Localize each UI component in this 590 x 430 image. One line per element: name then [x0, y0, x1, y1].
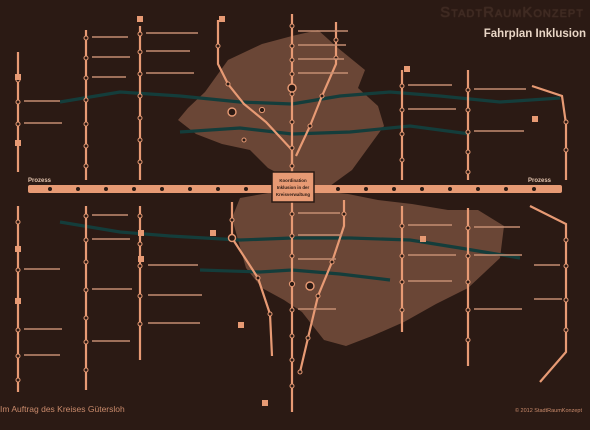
process-right-label: Prozess	[528, 178, 552, 184]
central-region	[178, 30, 504, 346]
page-title: Fahrplan Inklusion	[483, 28, 586, 40]
footer-commission: Im Auftrag des Kreises Gütersloh	[0, 404, 125, 414]
process-left-label: Prozess	[28, 178, 52, 184]
hub-line-1: Koordination	[279, 178, 307, 183]
hub-line-2: Inklusion in der	[277, 185, 310, 190]
central-hub: Koordination Inklusion in der Kreisverwa…	[271, 171, 315, 203]
dark-lines	[59, 90, 561, 282]
footer-copyright: © 2012 StadtRaumKonzept	[514, 408, 582, 414]
stations-lower	[15, 211, 569, 389]
stations-upper	[15, 23, 569, 175]
square-markers	[15, 16, 538, 406]
brand-logo: StadtRaumKonzept	[440, 4, 584, 21]
interchange-markers	[227, 83, 315, 291]
hub-line-3: Kreisverwaltung	[276, 192, 310, 197]
station-label-marks	[24, 30, 562, 356]
